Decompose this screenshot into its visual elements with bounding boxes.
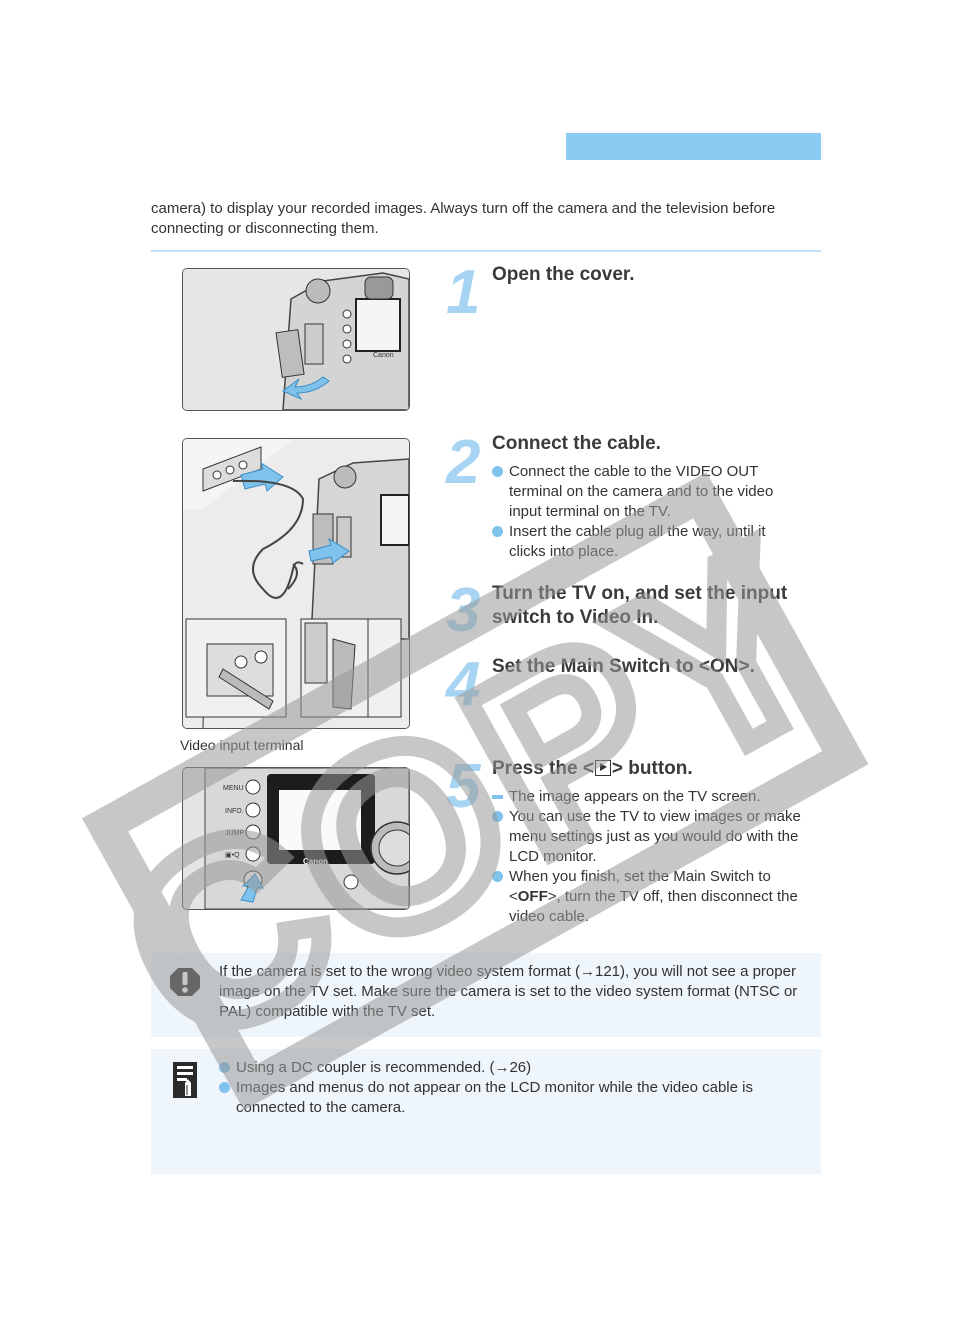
list-item: Connect the cable to the VIDEO OUT termi…	[492, 462, 802, 522]
bullet-icon	[219, 1062, 230, 1073]
cable-connection-illustration	[182, 438, 410, 729]
camera-cover-illustration: Canon	[182, 268, 410, 411]
step-4-title: Set the Main Switch to <ON>.	[492, 656, 755, 677]
list-item: When you finish, set the Main Switch to …	[492, 867, 822, 927]
caution-box: If the camera is set to the wrong video …	[151, 953, 821, 1037]
list-item: The image appears on the TV screen.	[492, 787, 822, 807]
result-arrow-icon	[492, 795, 503, 799]
bullet-icon	[492, 526, 503, 537]
video-input-terminal-caption: Video input terminal	[180, 737, 304, 753]
camera-back-illustration: Canon MENU INFO. JUMP ▣•Q	[182, 767, 410, 910]
jump-label: JUMP	[225, 830, 244, 837]
bullet-icon	[492, 466, 503, 477]
lcd-brand-label: Canon	[303, 857, 328, 866]
intro-paragraph: camera) to display your recorded images.…	[151, 200, 776, 237]
list-item: Using a DC coupler is recommended. (→26)	[219, 1058, 804, 1078]
section-header-bar	[566, 133, 821, 160]
step-1-title: Open the cover.	[492, 264, 635, 285]
step-2-number: 2	[446, 428, 481, 497]
list-item: You can use the TV to view images or mak…	[492, 807, 822, 867]
memo-icon	[173, 1062, 197, 1098]
step-5-number: 5	[446, 752, 481, 821]
step-4-number: 4	[446, 650, 481, 719]
brand-label: Canon	[373, 352, 394, 359]
playback-icon	[594, 760, 611, 776]
caution-icon	[170, 968, 200, 996]
bullet-icon	[219, 1082, 230, 1093]
notes-list: Using a DC coupler is recommended. (→26)…	[219, 1058, 804, 1118]
step-2-title: Connect the cable.	[492, 433, 661, 454]
step-3-title: Turn the TV on, and set the input switch…	[492, 583, 788, 628]
zoom-label: ▣•Q	[225, 852, 240, 859]
step-5-list: The image appears on the TV screen. You …	[492, 787, 822, 927]
caution-text: If the camera is set to the wrong video …	[219, 963, 798, 1020]
list-item: Images and menus do not appear on the LC…	[219, 1078, 804, 1118]
info-label: INFO.	[225, 808, 244, 815]
bullet-icon	[492, 871, 503, 882]
step-3-number: 3	[446, 576, 481, 645]
menu-label: MENU	[223, 785, 244, 792]
list-item: Insert the cable plug all the way, until…	[492, 522, 802, 562]
step-1-number: 1	[446, 258, 481, 327]
divider-rule	[151, 250, 821, 252]
step-2-list: Connect the cable to the VIDEO OUT termi…	[492, 462, 802, 562]
notes-box: Using a DC coupler is recommended. (→26)…	[151, 1049, 821, 1174]
bullet-icon	[492, 811, 503, 822]
step-5-title: Press the <> button.	[492, 758, 693, 779]
